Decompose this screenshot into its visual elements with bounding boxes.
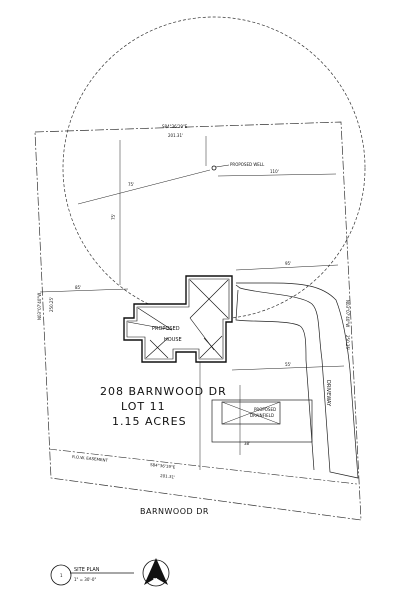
drainfield-outer [211, 399, 313, 443]
plan-number: 1 [60, 573, 63, 578]
north-arrow-icon [142, 558, 170, 587]
dim-house-west-value: 85' [75, 285, 81, 290]
dim-house-to-east [235, 264, 339, 271]
well-symbol [211, 165, 217, 171]
lot-label: LOT 11 [121, 400, 166, 413]
property-boundary [34, 121, 362, 521]
east-distance-label: 250.25' [345, 335, 350, 350]
well-dim-west [77, 169, 211, 205]
drainfield-inner [221, 401, 281, 425]
dim-drain-to-east [231, 365, 345, 371]
house-label-2: HOUSE [164, 337, 182, 343]
house-footprint [123, 275, 233, 363]
well-dim-west-value: 75' [128, 182, 134, 187]
dim-house-east-value: 95' [285, 261, 291, 266]
drainfield-label-2: DRAINFIELD [250, 413, 274, 418]
easement-label: R.O.W. EASEMENT [72, 454, 109, 463]
north-bearing-label: S84°36'19"E [162, 124, 188, 129]
driveway-inner-edge [235, 289, 315, 471]
west-bearing-label: N03°07'40"W [37, 293, 42, 320]
address-label: 208 BARNWOOD DR [100, 385, 227, 398]
house-label-1: PROPOSED [152, 326, 180, 332]
south-distance-label: 201.31' [160, 473, 176, 480]
east-bearing-label: N03°07'40"W [345, 300, 350, 327]
acres-label: 1.15 ACRES [112, 415, 187, 428]
south-bearing-label: S84°36'19"E [150, 462, 176, 470]
north-arrow-letter: N [153, 578, 157, 584]
west-distance-label: 250.25' [49, 297, 54, 312]
well-dim-east-value: 110' [270, 169, 279, 174]
dim-house-north-value: 75' [111, 214, 116, 220]
driveway-label: DRIVEWAY [325, 380, 331, 407]
north-distance-label: 201.31' [168, 133, 183, 138]
dim-house-to-west [39, 288, 129, 293]
plan-scale: 1" = 30'-0" [74, 577, 96, 582]
drainfield-diagonal-b [221, 401, 281, 425]
well-label: PROPOSED WELL [230, 162, 265, 167]
dim-drain-east-value: 55' [285, 362, 291, 367]
plan-number-circle [50, 564, 72, 586]
well-dim-east [217, 173, 337, 177]
driveway-outline [235, 282, 359, 479]
row-easement-line [48, 448, 358, 485]
dim-drain-south-value: 38' [244, 441, 250, 446]
drainfield-label-1: PROPOSED [254, 407, 276, 412]
street-name-label: BARNWOOD DR [140, 507, 209, 516]
well-leader [215, 164, 230, 168]
plan-title: SITE PLAN [74, 567, 100, 573]
